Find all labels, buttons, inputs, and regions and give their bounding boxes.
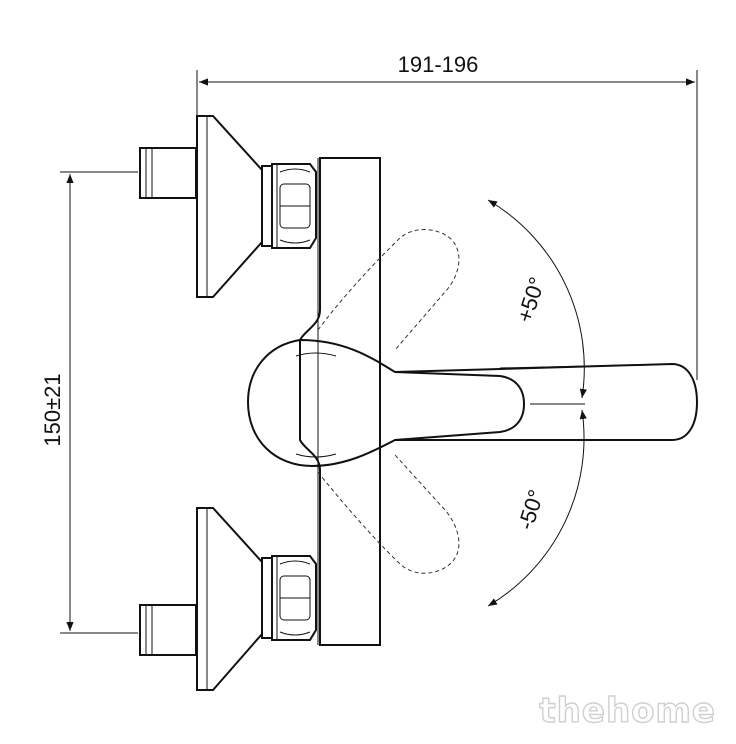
lever-handle [246, 338, 699, 468]
angle-down-label: -50° [513, 487, 549, 533]
lever-position-down [317, 454, 460, 574]
angle-up-label: +50° [512, 274, 550, 326]
height-label: 150±21 [40, 373, 65, 446]
lower-connector [139, 507, 317, 691]
upper-connector [139, 115, 317, 298]
lever-position-up [317, 229, 460, 351]
height-dimension: 150±21 [40, 171, 138, 634]
width-label: 191-196 [398, 52, 479, 77]
mixer-body [299, 157, 381, 646]
angle-arc-up: +50° [487, 199, 587, 405]
width-dimension: 191-196 [196, 52, 698, 380]
watermark-text: thehome [539, 691, 716, 731]
